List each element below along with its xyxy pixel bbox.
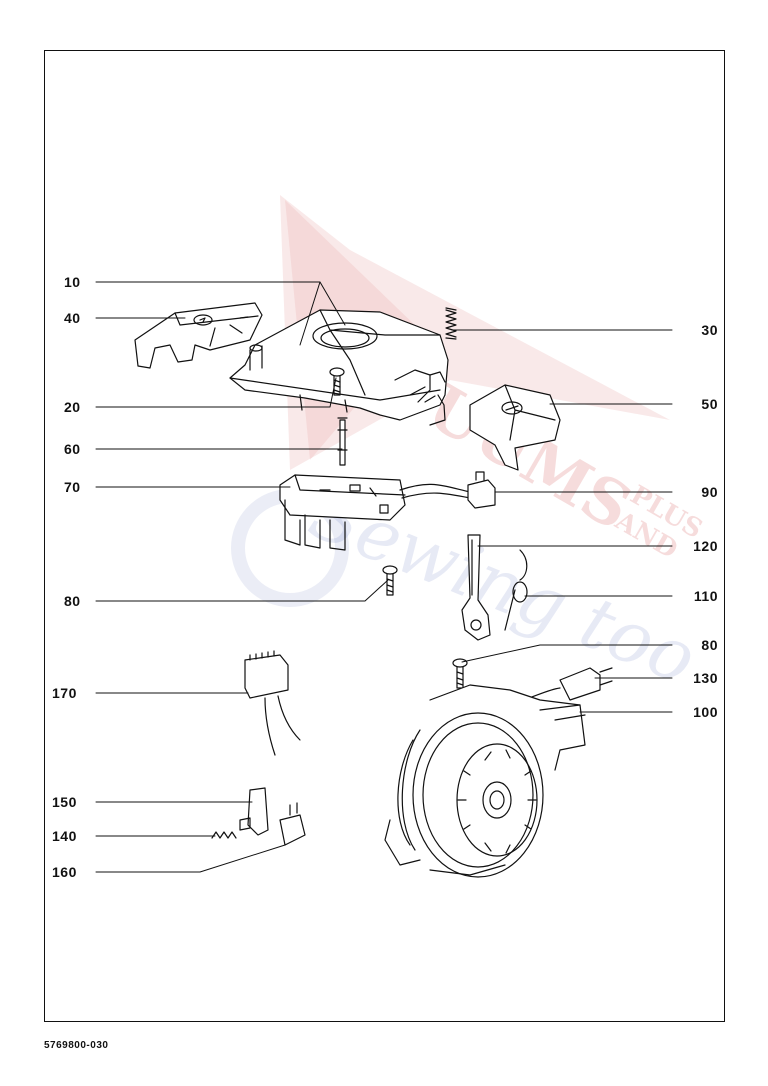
part-70-circuit-board [279, 474, 471, 551]
part-60-pin [337, 417, 348, 466]
callout-20: 20 [64, 399, 81, 415]
part-40-button-cover [134, 302, 263, 369]
part-140-spring [211, 831, 237, 839]
callout-70: 70 [64, 479, 81, 495]
part-90-switch [467, 471, 496, 509]
callout-170: 170 [52, 685, 77, 701]
callout-50: 50 [701, 396, 718, 412]
callout-60: 60 [64, 441, 81, 457]
callout-160: 160 [52, 864, 77, 880]
callout-130: 130 [693, 670, 718, 686]
part-50-right-cover [469, 384, 561, 471]
part-100-cord-reel [384, 684, 586, 878]
callout-80-right: 80 [701, 637, 718, 653]
callout-40: 40 [64, 310, 81, 326]
callout-90: 90 [701, 484, 718, 500]
part-110-spring [504, 549, 528, 631]
part-30-spring [445, 307, 457, 340]
part-170-connector [244, 650, 301, 756]
diagram-frame [44, 50, 725, 1022]
callout-100: 100 [693, 704, 718, 720]
part-120-lever [461, 534, 491, 641]
callout-30: 30 [701, 322, 718, 338]
part-10-upper-housing [229, 309, 449, 426]
callout-110: 110 [693, 588, 718, 604]
part-80-screw-left [382, 565, 398, 596]
part-160-micro-switch [279, 802, 306, 846]
part-80-screw-right [452, 658, 468, 689]
part-150-bracket [239, 787, 269, 836]
callout-10: 10 [64, 274, 81, 290]
callout-140: 140 [52, 828, 77, 844]
callout-120: 120 [693, 538, 718, 554]
leader-lines [95, 281, 673, 873]
callout-80-left: 80 [64, 593, 81, 609]
callout-150: 150 [52, 794, 77, 810]
document-number: 5769800-030 [44, 1040, 109, 1051]
